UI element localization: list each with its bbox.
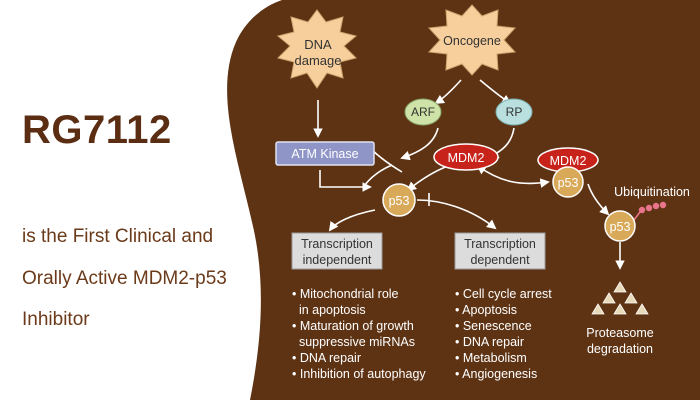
complex-mdm2-label: MDM2: [550, 154, 587, 168]
transcription-dependent-box: Transcription dependent: [454, 232, 546, 270]
page-title: RG7112: [22, 108, 172, 152]
proteasome-label-2: degradation: [587, 342, 653, 356]
dependent-title-1: Transcription: [464, 237, 536, 251]
dependent-item-2: • Apoptosis: [455, 303, 517, 317]
atm-kinase-node: ATM Kinase: [275, 141, 375, 166]
subtitle-line-3: Inhibitor: [22, 309, 90, 330]
ubiquitinated-p53-node: p53: [604, 210, 636, 242]
subtitle-line-1: is the First Clinical and: [22, 226, 214, 247]
dependent-item-4: • DNA repair: [455, 335, 524, 349]
dependent-item-6: • Angiogenesis: [455, 367, 537, 381]
brown-background: [227, 0, 700, 400]
independent-title-2: independent: [303, 253, 372, 267]
dependent-item-3: • Senescence: [455, 319, 532, 333]
ub-p53-label: p53: [610, 220, 631, 234]
independent-item-6: • Inhibition of autophagy: [292, 367, 426, 381]
rp-node: RP: [495, 98, 533, 126]
dependent-item-5: • Metabolism: [455, 351, 527, 365]
p53-node: p53: [382, 183, 416, 217]
ubiquitination-label: Ubiquitination: [614, 185, 690, 199]
oncogene-label: Oncogene: [443, 34, 501, 48]
independent-item-1: • Mitochondrial role: [292, 287, 399, 301]
ubiquitin-chain: [633, 201, 667, 221]
atm-kinase-label: ATM Kinase: [291, 147, 358, 161]
independent-item-3: • Maturation of growth: [292, 319, 414, 333]
independent-item-5: • DNA repair: [292, 351, 361, 365]
proteasome-fragments-icon: [591, 281, 649, 315]
mdm2-label: MDM2: [448, 151, 485, 165]
independent-list: • Mitochondrial role in apoptosis • Matu…: [292, 287, 426, 381]
p53-label: p53: [389, 194, 410, 208]
arf-node: ARF: [404, 98, 442, 126]
mdm2-node: MDM2: [433, 143, 499, 171]
rp-label: RP: [506, 105, 523, 119]
oncogene-burst: Oncogene: [427, 4, 517, 76]
independent-title-1: Transcription: [301, 237, 373, 251]
transcription-independent-box: Transcription independent: [291, 232, 383, 270]
arf-label: ARF: [411, 105, 435, 119]
independent-item-4: suppressive miRNAs: [292, 335, 415, 349]
dna-damage-burst: DNA damage: [276, 9, 358, 89]
complex-p53-label: p53: [558, 176, 579, 190]
dependent-item-1: • Cell cycle arrest: [455, 287, 552, 301]
dependent-title-2: dependent: [470, 253, 530, 267]
title-panel: RG7112 is the First Clinical and Orally …: [0, 0, 300, 400]
dependent-list: • Cell cycle arrest • Apoptosis • Senesc…: [455, 287, 552, 381]
subtitle-line-2: Orally Active MDM2-p53: [22, 268, 227, 289]
proteasome-label-1: Proteasome: [586, 326, 653, 340]
independent-item-2: in apoptosis: [292, 303, 366, 317]
dna-damage-label-2: damage: [295, 53, 342, 68]
dna-damage-label-1: DNA: [304, 37, 332, 52]
mdm2-p53-complex: MDM2 p53: [537, 147, 599, 198]
